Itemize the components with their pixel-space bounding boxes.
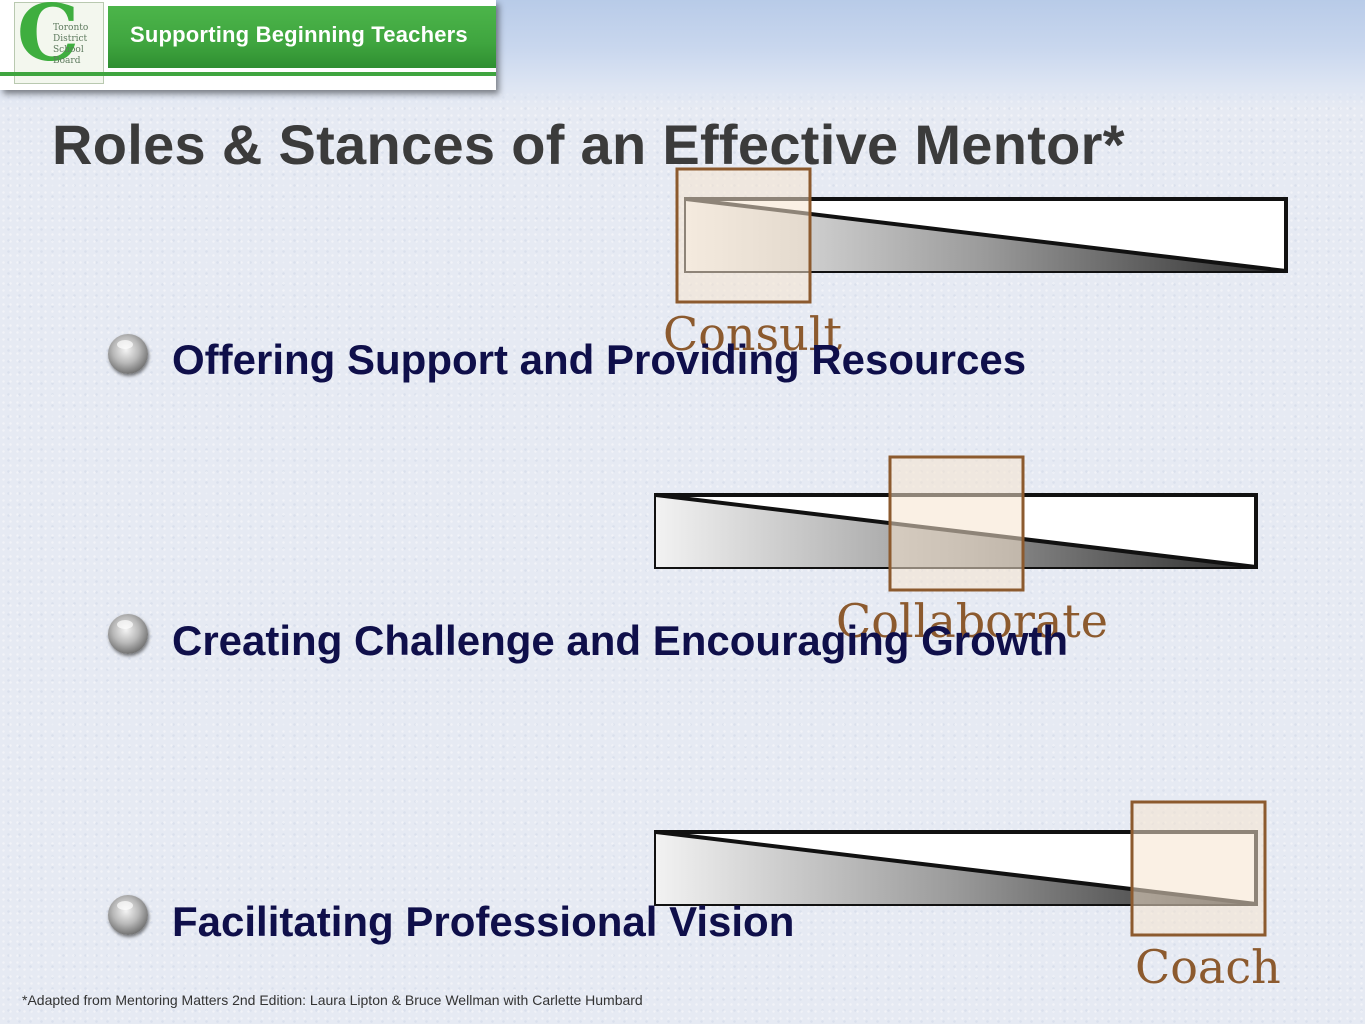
logo-line: Toronto — [53, 23, 89, 33]
bullet-icon — [108, 334, 148, 374]
stance-highlight-box — [888, 455, 1025, 592]
stance-highlight-box — [1130, 800, 1267, 937]
coach-stance-diagram: Coach — [654, 800, 1281, 994]
consult-stance-diagram: Consult — [663, 167, 1288, 361]
page-title: Roles & Stances of an Effective Mentor* — [52, 113, 1125, 176]
banner-green-bar: Supporting Beginning Teachers — [108, 6, 496, 68]
bullet-icon — [108, 895, 148, 935]
stance-label-coach: Coach — [1135, 940, 1281, 994]
item-creating-challenge: Creating Challenge and Encouraging Growt… — [172, 617, 1069, 664]
stance-label-collaborate: Collaborate — [836, 594, 1108, 648]
logo-text: Toronto District School Board — [53, 23, 88, 67]
banner-underline — [0, 72, 496, 76]
school-board-logo: C Toronto District School Board — [14, 0, 104, 84]
footnote: *Adapted from Mentoring Matters 2nd Edit… — [22, 992, 643, 1008]
item-offering-support: Offering Support and Providing Resources — [172, 336, 1027, 383]
bullet-icon — [108, 614, 148, 654]
stance-highlight-box — [675, 167, 812, 304]
collaborate-stance-diagram: Collaborate — [654, 455, 1258, 648]
logo-line: Board — [53, 56, 81, 66]
logo-line: District — [53, 34, 88, 44]
stance-label-consult: Consult — [663, 307, 842, 361]
header-banner: C Toronto District School Board Supporti… — [0, 0, 496, 90]
item-facilitating-vision: Facilitating Professional Vision — [172, 898, 795, 945]
banner-title: Supporting Beginning Teachers — [130, 22, 468, 47]
logo-line: School — [53, 45, 84, 55]
logo-c-icon: C — [17, 0, 80, 79]
